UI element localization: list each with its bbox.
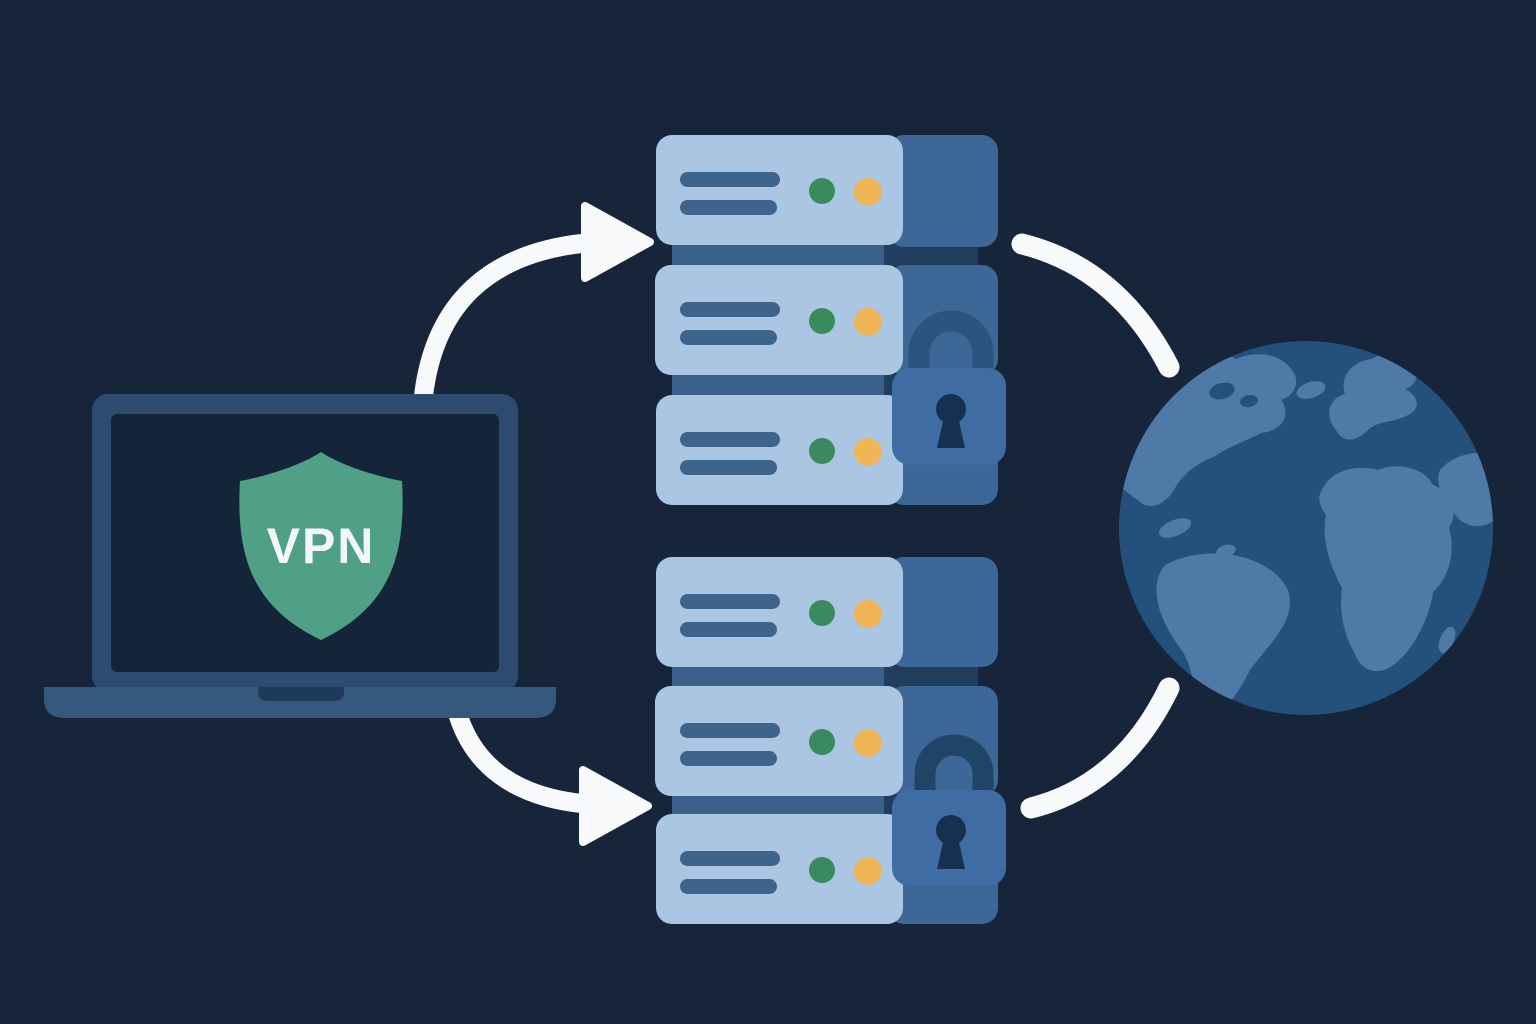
- server-body: [655, 265, 903, 375]
- server-slot-line: [680, 432, 780, 447]
- vpn-shield-icon: VPN: [239, 452, 403, 640]
- server-slot-line: [680, 622, 777, 637]
- lock-keyhole: [936, 815, 966, 845]
- laptop: VPN: [44, 202, 654, 846]
- lock-shackle: [908, 310, 994, 394]
- status-led-green-icon: [809, 308, 835, 334]
- server-body: [656, 135, 903, 245]
- server-slot-line: [680, 594, 780, 609]
- lock-keyhole-stem: [937, 838, 965, 869]
- continent-europe: [1329, 352, 1417, 440]
- server-unit: [656, 135, 903, 245]
- server-slot-line: [680, 851, 780, 866]
- continent-greenland: [1296, 381, 1326, 399]
- arrowhead-icon: [579, 766, 652, 846]
- arrow-curve: [446, 698, 596, 814]
- stack-connector-dark: [884, 244, 978, 266]
- server-unit: [655, 265, 903, 375]
- shield-shape: [239, 452, 403, 640]
- server-slot-line: [680, 330, 777, 345]
- curve-top-servers-to-globe: [1011, 233, 1180, 378]
- stack-connector: [672, 792, 884, 818]
- internet-globe-icon: [1119, 341, 1493, 715]
- status-led-green-icon: [809, 857, 835, 883]
- server-slot-line: [680, 460, 777, 475]
- status-led-green-icon: [809, 729, 835, 755]
- status-led-yellow-icon: [854, 857, 882, 885]
- server-side-block: [888, 557, 998, 667]
- islands: [1158, 518, 1192, 538]
- arrow-laptop-to-bottom-servers: [446, 698, 652, 846]
- lock-keyhole-stem: [937, 417, 965, 448]
- status-led-yellow-icon: [854, 308, 882, 336]
- status-led-green-icon: [809, 178, 835, 204]
- stack-connector: [672, 242, 884, 268]
- lock-keyhole: [936, 394, 966, 424]
- server-slot-line: [680, 723, 780, 738]
- stack-connector: [672, 372, 884, 398]
- server-unit: [656, 395, 903, 505]
- lock-shackle: [914, 734, 994, 794]
- status-led-yellow-icon: [854, 178, 882, 206]
- shield-label: VPN: [267, 518, 376, 574]
- status-led-green-icon: [809, 600, 835, 626]
- laptop-base-notch: [258, 687, 344, 701]
- server-body: [656, 814, 903, 924]
- server-stack-bottom: [655, 557, 1006, 924]
- status-led-yellow-icon: [854, 729, 882, 757]
- server-slot-line: [680, 751, 777, 766]
- server-body: [655, 686, 903, 796]
- globe-lake: [1209, 382, 1235, 400]
- server-unit: [656, 814, 903, 924]
- padlock-icon: [892, 734, 1006, 886]
- server-body: [656, 395, 903, 505]
- server-slot-line: [680, 879, 777, 894]
- arrow-laptop-to-top-servers: [413, 202, 654, 410]
- padlock-icon: [892, 310, 1006, 465]
- server-body: [656, 557, 903, 667]
- stack-connector-dark: [884, 666, 978, 688]
- continent-south-america: [1156, 553, 1290, 709]
- server-slot-line: [680, 302, 780, 317]
- server-side-block: [888, 135, 998, 247]
- server-stack-top: [655, 135, 1006, 505]
- status-led-yellow-icon: [854, 600, 882, 628]
- server-slot-line: [680, 172, 780, 187]
- status-led-green-icon: [809, 438, 835, 464]
- server-unit: [655, 686, 903, 796]
- arrowhead-icon: [581, 202, 654, 282]
- server-unit: [656, 557, 903, 667]
- laptop-base: [44, 687, 556, 718]
- curve-bottom-servers-to-globe: [1020, 677, 1180, 819]
- continent-africa: [1319, 466, 1454, 672]
- stack-connector: [672, 664, 884, 690]
- status-led-yellow-icon: [854, 438, 882, 466]
- globe-lake: [1240, 394, 1258, 408]
- server-slot-line: [680, 200, 777, 215]
- globe-continents: [1119, 352, 1493, 709]
- arrow-curve: [413, 233, 596, 410]
